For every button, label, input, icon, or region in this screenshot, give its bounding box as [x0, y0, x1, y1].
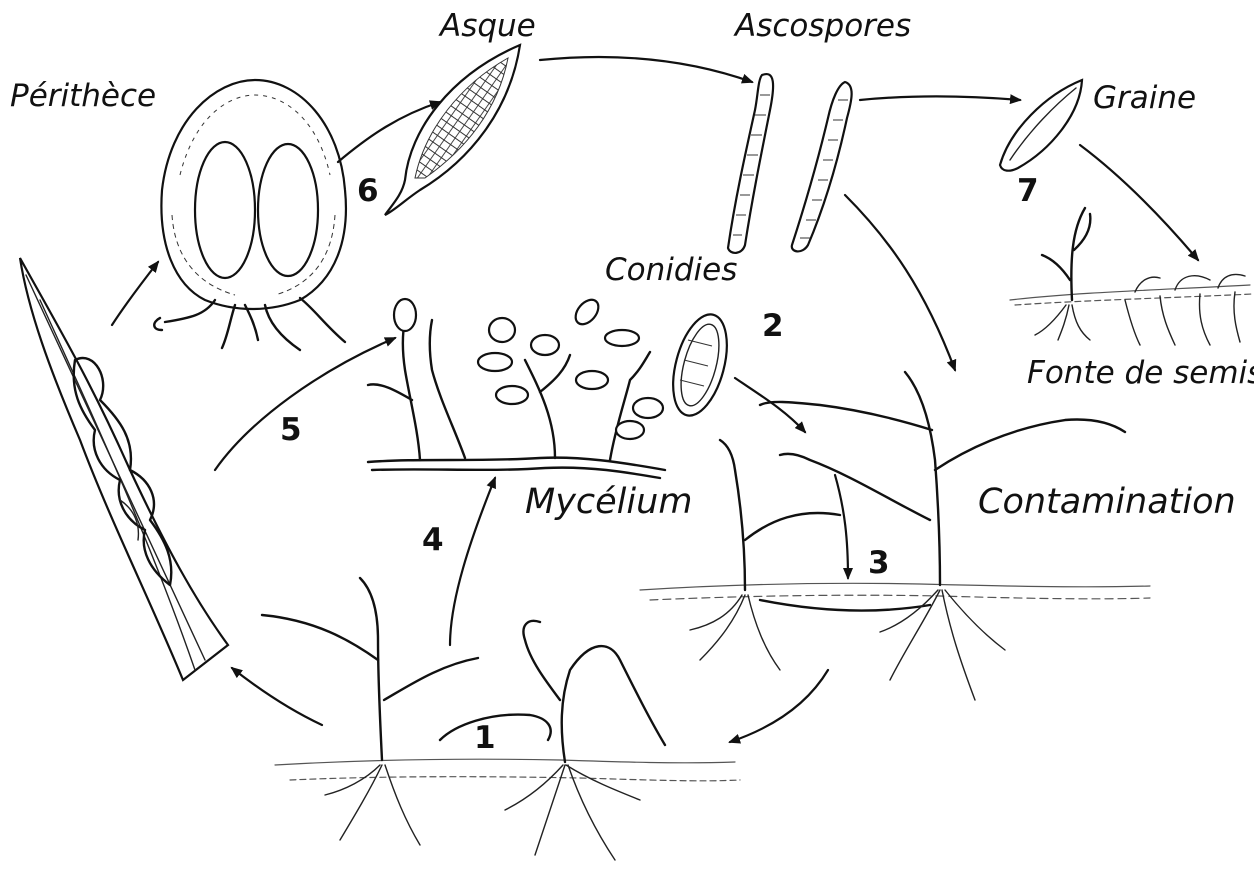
perithecium-illustration [154, 80, 346, 350]
label-ascospores: Ascospores [735, 8, 911, 44]
label-ascus: Asque [440, 8, 536, 44]
contamination-illustration [640, 372, 1150, 700]
label-damping-off: Fonte de semis [1027, 355, 1254, 391]
mycelium-illustration [368, 295, 737, 478]
label-perithecium: Périthèce [10, 78, 156, 114]
damping-off-illustration [1010, 208, 1252, 345]
infected-leaf [20, 258, 228, 680]
step-5: 5 [280, 412, 302, 448]
step-2: 2 [762, 308, 784, 344]
ascus-illustration [385, 45, 520, 215]
step-4: 4 [422, 522, 444, 558]
label-conidia: Conidies [605, 252, 737, 288]
ascospores-illustration [728, 74, 852, 253]
step-1: 1 [474, 720, 496, 756]
step-7: 7 [1017, 173, 1039, 209]
label-mycelium: Mycélium [525, 482, 692, 522]
step-3: 3 [868, 545, 890, 581]
diseased-seedlings-illustration [262, 578, 740, 860]
step-6: 6 [357, 173, 379, 209]
label-contamination: Contamination [978, 482, 1236, 522]
label-seed: Graine [1093, 80, 1196, 116]
seed-illustration [1000, 80, 1082, 171]
large-conidium [663, 309, 736, 422]
